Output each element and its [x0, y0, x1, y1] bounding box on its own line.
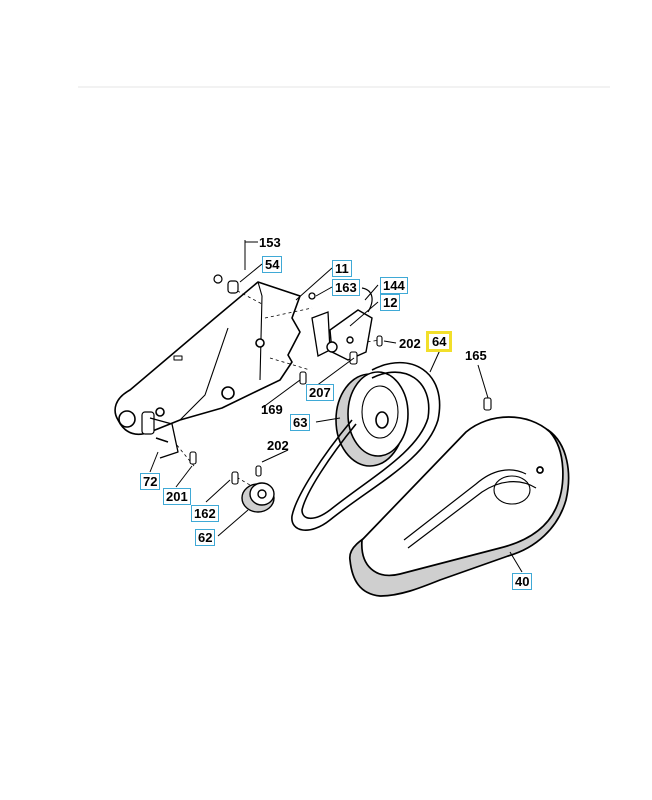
bolt-201: [189, 451, 197, 465]
callout-54[interactable]: 54: [262, 256, 283, 273]
pin-162: [231, 471, 239, 485]
belt-64: [291, 361, 441, 531]
bolt-165: [483, 397, 492, 411]
callout-63[interactable]: 63: [290, 414, 311, 431]
callout-153[interactable]: 153: [259, 235, 281, 250]
callout-62[interactable]: 62: [195, 529, 216, 546]
callout-201[interactable]: 201: [163, 488, 191, 505]
small-pulley-62: [241, 482, 275, 513]
pin-202-lower: [255, 465, 262, 477]
callout-202-lower[interactable]: 202: [267, 438, 289, 453]
callout-207[interactable]: 207: [306, 384, 334, 401]
callout-144[interactable]: 144: [380, 277, 408, 294]
callout-202-upper[interactable]: 202: [399, 336, 421, 351]
assembly-axes: [175, 287, 381, 489]
callout-64-highlighted[interactable]: 64: [426, 331, 453, 352]
bolt-153: [213, 274, 223, 284]
bolt-169: [299, 371, 307, 385]
callout-40[interactable]: 40: [512, 573, 533, 590]
callout-169[interactable]: 169: [261, 402, 283, 417]
leader-lines: [149, 240, 523, 573]
pin-54: [227, 280, 239, 294]
pin-202-upper: [376, 335, 383, 347]
tensioner-12: [326, 309, 373, 365]
mounting-plate: [114, 281, 301, 459]
belt-guard-40: [349, 416, 570, 597]
callout-165[interactable]: 165: [465, 348, 487, 363]
callout-162[interactable]: 162: [191, 505, 219, 522]
callout-12[interactable]: 12: [380, 294, 401, 311]
callout-72[interactable]: 72: [140, 473, 161, 490]
large-pulley-63: [335, 371, 409, 467]
callout-163[interactable]: 163: [332, 279, 360, 296]
callout-11[interactable]: 11: [332, 260, 352, 277]
